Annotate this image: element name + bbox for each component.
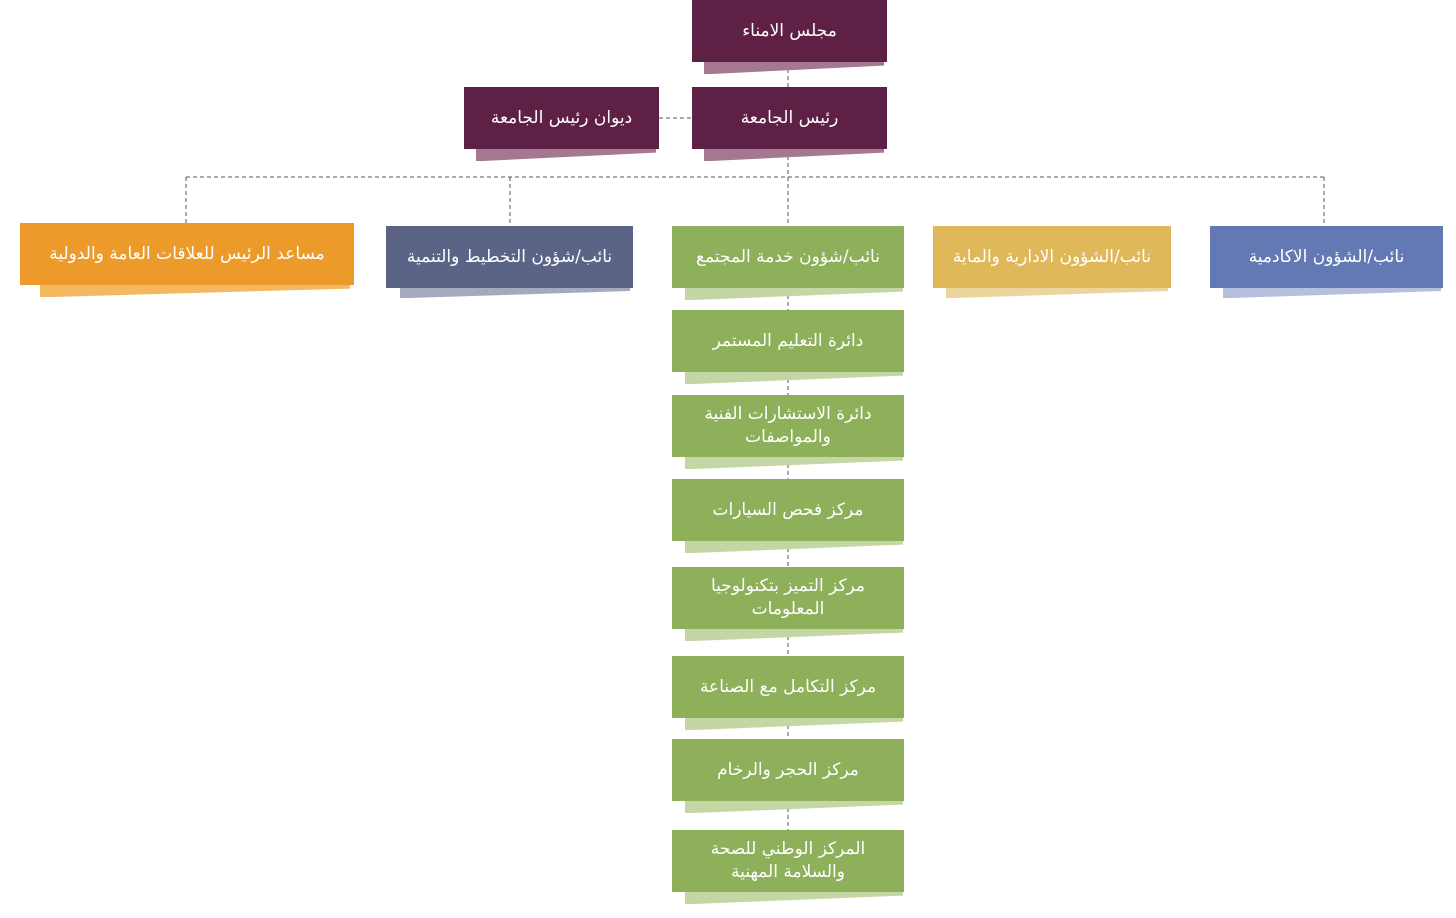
- unit-label: دائرة الاستشارات الفنية والمواصفات: [704, 404, 872, 447]
- unit-box: مركز فحص السيارات: [672, 479, 904, 541]
- unit-label: دائرة التعليم المستمر: [712, 330, 864, 351]
- unit-box: المركز الوطني للصحة والسلامة المهنية: [672, 830, 904, 892]
- vp-community-service-box: نائب/شؤون خدمة المجتمع: [672, 226, 904, 288]
- unit-box: دائرة التعليم المستمر: [672, 310, 904, 372]
- unit-box: مركز التكامل مع الصناعة: [672, 656, 904, 718]
- unit-box: مركز الحجر والرخام: [672, 739, 904, 801]
- president-office-box: ديوان رئيس الجامعة: [464, 87, 659, 149]
- board-of-trustees-box: مجلس الامناء: [692, 0, 887, 62]
- unit-box: مركز التميز بتكنولوجيا المعلومات: [672, 567, 904, 629]
- unit-label: مركز الحجر والرخام: [717, 759, 859, 780]
- vp-admin-finance-box-shadow: [946, 288, 1168, 298]
- unit-label: مركز التميز بتكنولوجيا المعلومات: [710, 576, 866, 619]
- vp-academic-box: نائب/الشؤون الاكادمية: [1210, 226, 1443, 288]
- vp-academic-label: نائب/الشؤون الاكادمية: [1248, 246, 1405, 267]
- unit-label: مركز التكامل مع الصناعة: [699, 676, 877, 697]
- assistant-public-relations-label: مساعد الرئيس للعلاقات العامة والدولية: [49, 243, 325, 264]
- vp-academic-box-shadow: [1223, 288, 1441, 298]
- vp-admin-finance-box: نائب/الشؤون الادارية والماية: [933, 226, 1171, 288]
- unit-label: مركز فحص السيارات: [712, 499, 864, 520]
- vp-planning-box: نائب/شؤون التخطيط والتنمية: [386, 226, 633, 288]
- unit-box: دائرة الاستشارات الفنية والمواصفات: [672, 395, 904, 457]
- board-of-trustees-label: مجلس الامناء: [742, 20, 837, 41]
- vp-planning-label: نائب/شؤون التخطيط والتنمية: [406, 246, 613, 267]
- unit-label: المركز الوطني للصحة والسلامة المهنية: [710, 839, 866, 882]
- vp-community-service-label: نائب/شؤون خدمة المجتمع: [696, 246, 880, 267]
- university-president-box: رئيس الجامعة: [692, 87, 887, 149]
- vp-planning-box-shadow: [400, 288, 630, 298]
- president-office-label: ديوان رئيس الجامعة: [490, 107, 633, 128]
- assistant-public-relations-box: مساعد الرئيس للعلاقات العامة والدولية: [20, 223, 354, 285]
- university-president-label: رئيس الجامعة: [740, 107, 839, 128]
- vp-admin-finance-label: نائب/الشؤون الادارية والماية: [952, 246, 1152, 267]
